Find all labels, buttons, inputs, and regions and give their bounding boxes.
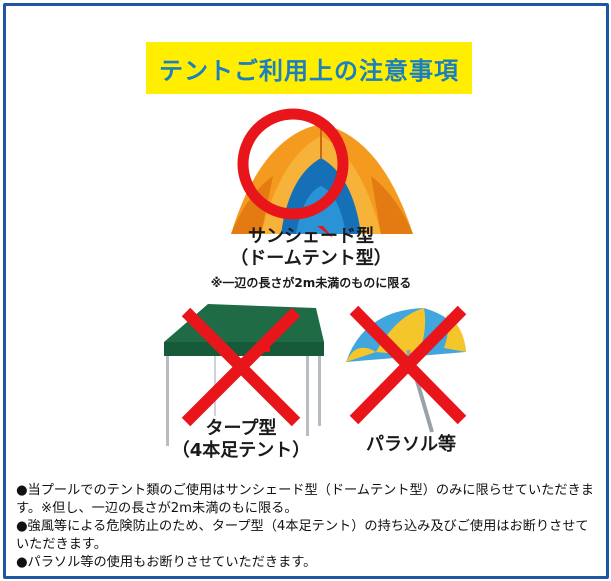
dome-tent-figure [231, 108, 413, 238]
dome-size-note: ※一辺の長さが2m未満のものに限る [210, 276, 412, 290]
note-item: ●当プールでのテント類のご使用はサンシェード型（ドームテント型）のみに限らせてい… [16, 483, 594, 516]
tarp-tent-figure [164, 304, 324, 446]
circle-ok-icon [237, 108, 349, 220]
dome-tent-icon [231, 124, 413, 238]
tarp-label: タープ型 （4本足テント） [156, 418, 326, 462]
dome-label-line1: サンシェード型 [248, 226, 374, 247]
parasol-figure [346, 305, 467, 433]
note-item: ●強風等による危険防止のため、タープ型（4本足テント）の持ち込み及びご使用はお断… [16, 519, 589, 552]
notes-list: ●当プールでのテント類のご使用はサンシェード型（ドームテント型）のみに限らせてい… [16, 482, 600, 572]
page-title: テントご利用上の注意事項 [159, 56, 459, 85]
dome-label: サンシェード型 （ドームテント型） [211, 226, 411, 270]
parasol-label: パラソル等 [366, 434, 456, 455]
tarp-label-line2: （4本足テント） [171, 440, 311, 461]
notice-panel: テントご利用上の注意事項 サンシェード型 （ドームテント型） ※一辺の長さが2m… [3, 3, 609, 579]
note-item: ●パラソル等の使用もお断りさせていただきます。 [16, 555, 317, 570]
cross-ng-icon [349, 305, 467, 425]
dome-label-line2: （ドームテント型） [230, 248, 392, 269]
tarp-label-line1: タープ型 [205, 418, 277, 439]
title-banner: テントご利用上の注意事項 [146, 42, 472, 94]
cross-ng-icon [181, 307, 301, 427]
